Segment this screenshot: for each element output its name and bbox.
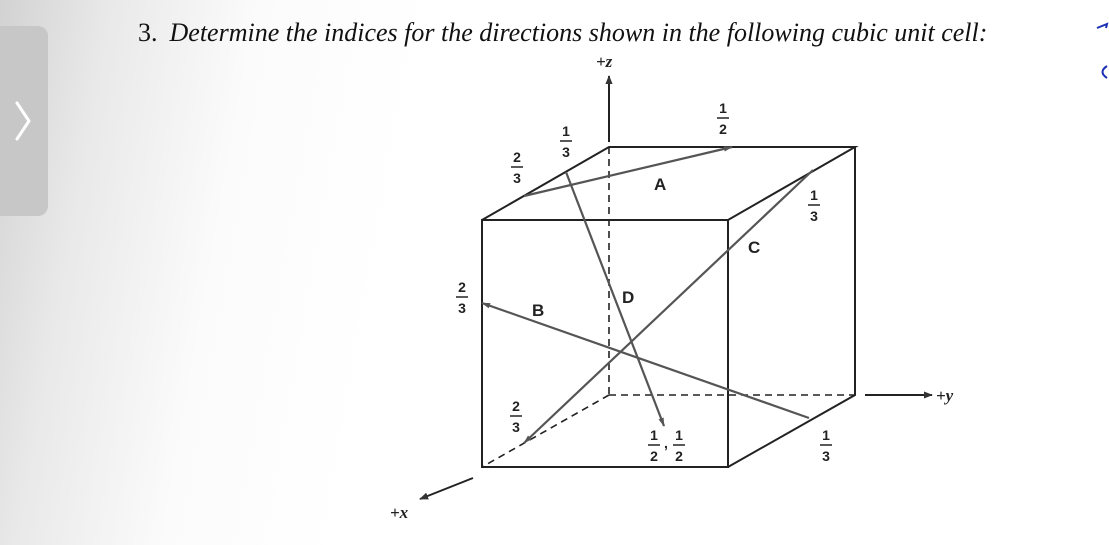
x-axis — [419, 477, 474, 500]
fraction-one-half-bottom-a: 1 2 — [648, 427, 660, 464]
background-gradient — [0, 0, 520, 545]
svg-text:1: 1 — [810, 187, 818, 203]
fraction-two-thirds-bottom: 2 3 — [510, 398, 522, 435]
chevron-right-icon — [15, 101, 31, 141]
svg-text:2: 2 — [650, 448, 658, 464]
svg-text:3: 3 — [810, 208, 818, 224]
label-b: B — [532, 301, 544, 320]
fraction-one-half-bottom-b: 1 2 — [673, 427, 685, 464]
pen-annotation-marks — [1096, 22, 1109, 79]
svg-text:2: 2 — [675, 448, 683, 464]
vector-a — [523, 145, 733, 198]
svg-text:2: 2 — [719, 121, 727, 137]
fraction-comma: , — [664, 435, 668, 451]
svg-text:1: 1 — [822, 427, 830, 443]
fraction-two-thirds-left: 2 3 — [456, 279, 468, 316]
vector-d — [564, 171, 666, 427]
svg-text:3: 3 — [513, 170, 521, 186]
axis-label-y: +y — [936, 386, 954, 405]
svg-text:3: 3 — [822, 448, 830, 464]
svg-text:2: 2 — [458, 279, 466, 295]
svg-text:1: 1 — [562, 123, 570, 139]
svg-text:3: 3 — [512, 419, 520, 435]
fraction-one-third-right: 1 3 — [808, 187, 820, 224]
fraction-one-third-top: 1 3 — [560, 123, 572, 160]
axis-label-x: +x — [390, 503, 409, 522]
hidden-edges — [481, 147, 855, 468]
axis-label-z: +z — [596, 52, 613, 71]
question-text: 3. Determine the indices for the directio… — [138, 18, 987, 48]
vector-c — [523, 169, 814, 444]
svg-text:1: 1 — [650, 427, 658, 443]
svg-text:2: 2 — [512, 398, 520, 414]
fraction-two-thirds-top: 2 3 — [511, 149, 523, 186]
svg-text:1: 1 — [675, 427, 683, 443]
question-prompt: Determine the indices for the directions… — [169, 18, 988, 47]
label-a: A — [654, 175, 666, 194]
label-d: D — [622, 288, 634, 307]
svg-text:2: 2 — [513, 149, 521, 165]
svg-text:3: 3 — [458, 300, 466, 316]
vector-b — [481, 301, 810, 420]
side-panel-toggle[interactable] — [0, 26, 48, 216]
question-number: 3. — [138, 18, 158, 47]
svg-text:3: 3 — [562, 144, 570, 160]
svg-text:1: 1 — [719, 100, 727, 116]
fraction-one-third-bottom-right: 1 3 — [820, 427, 832, 464]
fraction-one-half-top: 1 2 — [717, 100, 729, 137]
label-c: C — [748, 238, 760, 257]
